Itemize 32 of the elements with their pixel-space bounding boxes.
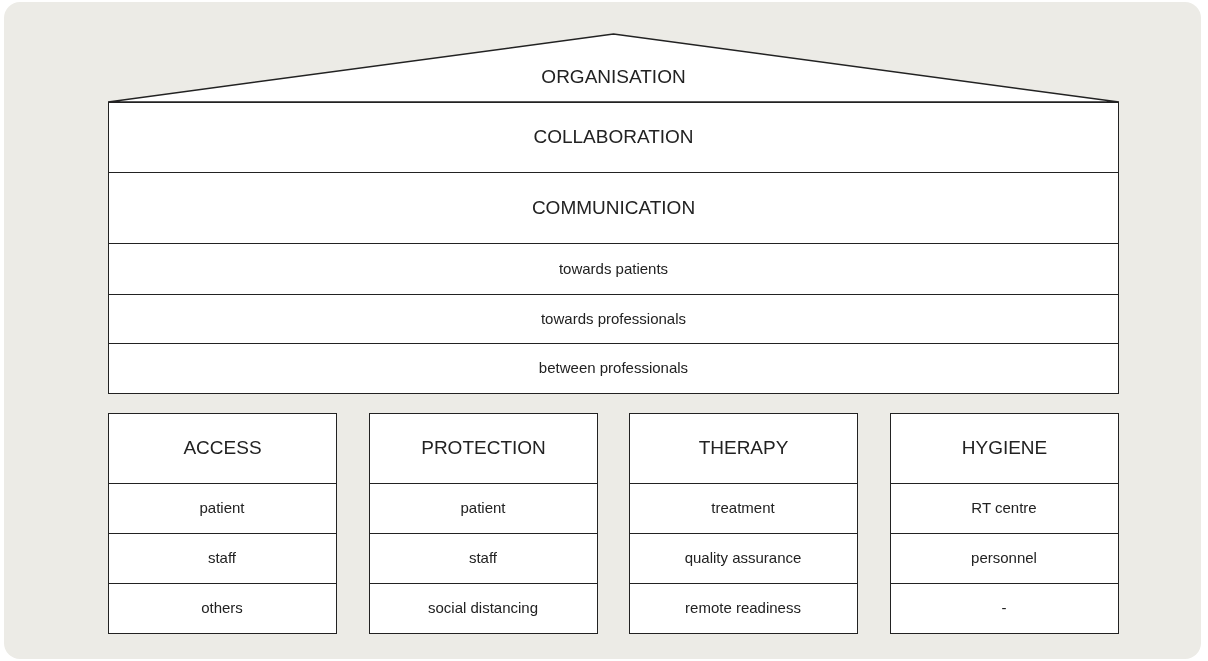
row-label: others	[201, 597, 243, 618]
pillar-box	[890, 413, 1119, 634]
band	[108, 294, 1119, 344]
pillar-box	[369, 413, 598, 634]
row-label: quality assurance	[684, 547, 802, 568]
row-label: RT centre	[971, 497, 1037, 518]
row-label: -	[1001, 597, 1007, 618]
pillar-heading: ACCESS	[183, 435, 262, 460]
row-label: staff	[207, 547, 237, 568]
band	[108, 343, 1119, 394]
row-label: treatment	[711, 497, 775, 518]
row-label: patient	[199, 497, 245, 518]
band-label: towards patients	[558, 258, 669, 279]
band-label: between professionals	[538, 358, 689, 379]
pillar-heading: HYGIENE	[961, 435, 1048, 460]
row-label: remote readiness	[685, 597, 801, 618]
roof-triangle	[108, 33, 1119, 103]
band	[108, 243, 1119, 295]
band	[108, 102, 1119, 173]
roof-label: ORGANISATION	[541, 64, 686, 89]
band-label: COMMUNICATION	[531, 195, 696, 220]
pillar-heading: THERAPY	[698, 435, 789, 460]
pillar-box	[629, 413, 858, 634]
row-label: staff	[468, 547, 498, 568]
pillar-box	[108, 413, 337, 634]
band-label: COLLABORATION	[533, 125, 694, 150]
band-label: towards professionals	[540, 308, 687, 329]
row-label: personnel	[971, 547, 1037, 568]
row-label: social distancing	[427, 597, 539, 618]
band	[108, 172, 1119, 244]
row-label: patient	[460, 497, 506, 518]
pillar-heading: PROTECTION	[421, 435, 546, 460]
